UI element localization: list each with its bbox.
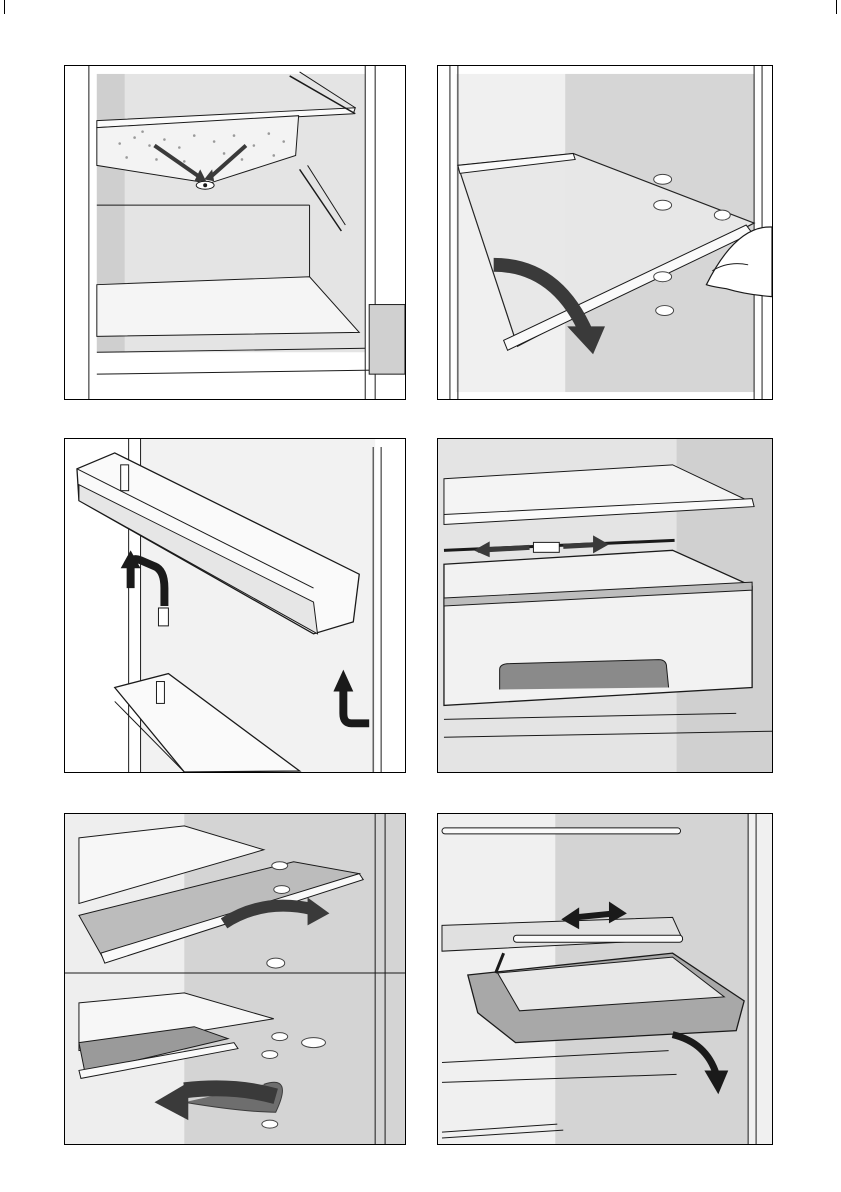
figure-glass-shelf-removal [437,65,773,400]
drain-channel-illustration [65,66,405,399]
figure-door-rack-removal [64,438,406,773]
figure-pull-out-tray [437,813,773,1145]
crop-mark-right [836,0,837,14]
glass-shelf-illustration [438,66,772,399]
figure-split-shelf-slide [64,813,406,1145]
door-rack-illustration [65,439,405,772]
pull-out-tray-illustration [438,814,772,1144]
crop-mark-left [4,0,5,14]
figure-crisper-drawer-divider [437,438,773,773]
crisper-drawer-illustration [438,439,772,772]
split-shelf-illustration [65,814,405,1144]
figure-drain-channel [64,65,406,400]
